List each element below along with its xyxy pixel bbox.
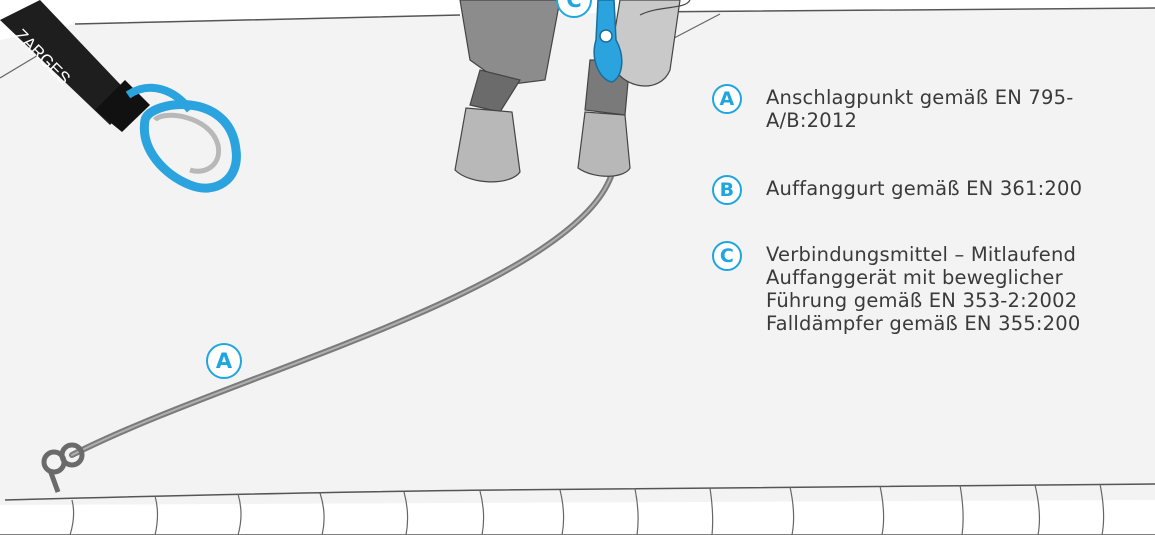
gutter-segments (69, 483, 1105, 535)
worker-figure (454, 0, 691, 183)
rope-grab-device-icon (593, 0, 623, 83)
legend-badge-c: C (712, 241, 742, 271)
legend-item-b: B Auffanggurt gemäß EN 361:200 (712, 175, 1155, 205)
legend-c-line-1: Verbindungsmittel – Mitlaufend (766, 243, 1077, 266)
gutter-line (4, 483, 1155, 501)
marker-a-badge: A (206, 343, 242, 379)
roof-diagonal-left (0, 53, 41, 79)
legend-item-a: A Anschlagpunkt gemäß EN 795- A/B:2012 (712, 84, 1155, 132)
legend-c-line-4: Falldämpfer gemäß EN 355:200 (766, 312, 1081, 335)
legend-item-c: C Verbindungsmittel – Mitlaufend Auffang… (712, 241, 1155, 335)
roof-surface (0, 9, 1155, 505)
lanyard-icon (0, 0, 241, 193)
legend-badge-b: B (712, 175, 742, 205)
legend: A Anschlagpunkt gemäß EN 795- A/B:2012 B… (712, 82, 1155, 335)
legend-c-line-2: Auffanggerät mit beweglicher (766, 266, 1063, 289)
legend-b-line-1: Auffanggurt gemäß EN 361:200 (766, 177, 1083, 200)
legend-badge-a: A (712, 84, 742, 114)
anchor-point-icon (41, 442, 85, 493)
roof-edge-line (74, 7, 1155, 25)
legend-a-line-1: Anschlagpunkt gemäß EN 795- (766, 86, 1074, 109)
legend-a-line-2: A/B:2012 (766, 109, 858, 132)
legend-c-line-3: Führung gemäß EN 353-2:2002 (766, 289, 1078, 312)
